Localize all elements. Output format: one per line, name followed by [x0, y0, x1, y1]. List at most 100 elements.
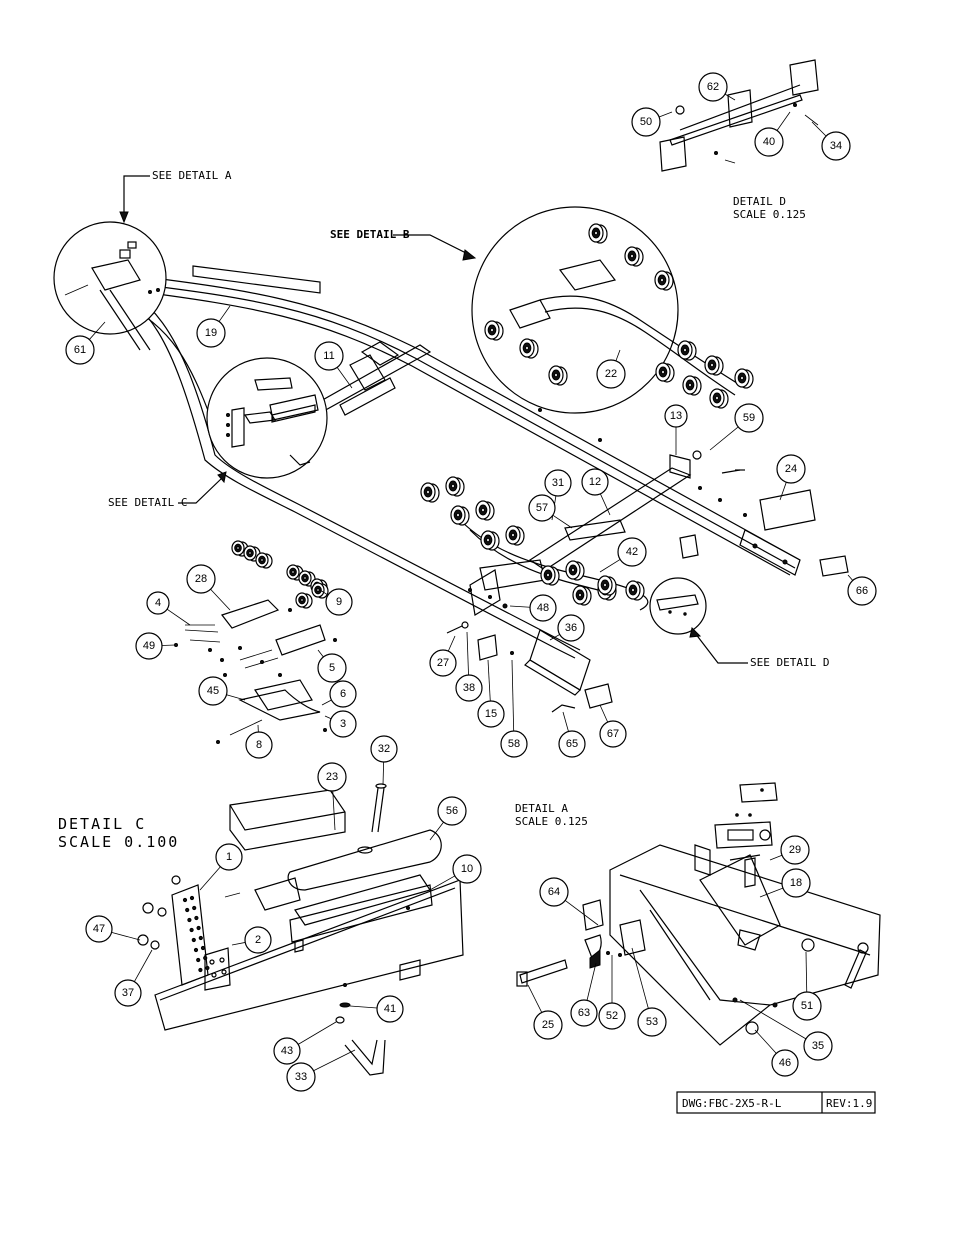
- roller-wheel: [475, 500, 495, 521]
- part-balloon-42: 42: [617, 537, 647, 567]
- balloon-circle: [452, 854, 482, 884]
- balloon-number: 9: [336, 596, 342, 608]
- see-detail-b-leader: [393, 234, 471, 256]
- balloon-number: 58: [508, 738, 520, 750]
- balloon-number: 62: [707, 81, 719, 93]
- balloon-number: 43: [281, 1045, 293, 1057]
- roller-wheel: [311, 582, 329, 599]
- balloon-number: 4: [155, 597, 161, 609]
- part-balloon-29: 29: [780, 835, 810, 865]
- balloon-number: 52: [606, 1010, 618, 1022]
- part-balloon-27: 27: [429, 649, 457, 677]
- part-balloon-34: 34: [821, 131, 851, 161]
- detail-d-illustration: [659, 59, 819, 172]
- part-balloon-23: 23: [317, 762, 347, 792]
- balloon-number: 67: [607, 728, 619, 740]
- leader-line: [218, 305, 231, 322]
- balloon-number: 18: [790, 877, 802, 889]
- balloon-circle: [533, 1010, 563, 1040]
- balloon-number: 15: [485, 708, 497, 720]
- balloon-circle: [529, 594, 557, 622]
- part-balloon-37: 37: [114, 979, 142, 1007]
- balloon-number: 27: [437, 657, 449, 669]
- balloon-circle: [114, 979, 142, 1007]
- balloon-number: 51: [801, 1000, 813, 1012]
- leader-line: [779, 482, 787, 501]
- balloon-number: 24: [785, 463, 797, 475]
- leader-line: [552, 514, 573, 529]
- balloon-circle: [500, 730, 528, 758]
- balloon-circle: [146, 591, 170, 615]
- leader-line: [599, 559, 621, 573]
- part-balloon-52: 52: [598, 1002, 626, 1030]
- leader-line: [317, 649, 324, 658]
- leader-line: [161, 644, 176, 646]
- roller-wheel: [734, 368, 754, 389]
- detail-a-title: DETAIL A: [515, 802, 568, 815]
- part-balloon-66: 66: [847, 576, 877, 606]
- balloon-number: 61: [74, 344, 86, 356]
- leader-line: [319, 589, 329, 596]
- leader-line: [133, 949, 153, 982]
- roller-parts-exploded: [174, 540, 337, 744]
- roller-wheel: [588, 223, 608, 244]
- balloon-number: 32: [378, 743, 390, 755]
- leader-line: [429, 875, 456, 891]
- part-balloon-58: 58: [500, 730, 528, 758]
- balloon-number: 45: [207, 685, 219, 697]
- leader-line: [509, 605, 531, 608]
- balloon-circle: [314, 341, 344, 371]
- leader-line: [739, 999, 807, 1040]
- part-balloon-13: 13: [664, 404, 688, 428]
- leader-line: [447, 635, 456, 652]
- detail-a-scale: SCALE 0.125: [515, 815, 588, 828]
- balloon-number: 19: [205, 327, 217, 339]
- roller-wheel: [565, 560, 585, 581]
- see-detail-b-label: SEE DETAIL B: [330, 228, 410, 241]
- balloon-number: 36: [565, 622, 577, 634]
- leader-line: [297, 1021, 337, 1045]
- part-balloon-28: 28: [186, 564, 216, 594]
- roller-wheel: [655, 362, 675, 383]
- balloon-circle: [198, 676, 228, 706]
- balloon-number: 38: [463, 682, 475, 694]
- balloon-circle: [196, 318, 226, 348]
- bunk-assembly-rollers: [420, 476, 699, 611]
- leader-line: [349, 1005, 378, 1009]
- balloon-circle: [596, 359, 626, 389]
- part-balloon-45: 45: [198, 676, 228, 706]
- balloon-number: 59: [743, 412, 755, 424]
- roller-wheel: [548, 365, 568, 386]
- part-balloon-33: 33: [286, 1062, 316, 1092]
- part-balloon-65: 65: [558, 730, 586, 758]
- leader-line: [111, 931, 141, 941]
- part-balloon-49: 49: [135, 632, 163, 660]
- part-balloon-5: 5: [317, 653, 347, 683]
- balloon-circle: [780, 835, 810, 865]
- leader-line: [527, 984, 543, 1013]
- leader-line: [724, 93, 736, 101]
- detail-d-title: DETAIL D: [733, 195, 786, 208]
- roller-wheel: [286, 564, 304, 581]
- balloon-circle: [135, 632, 163, 660]
- see-detail-d-leader: [694, 632, 748, 664]
- balloon-number: 31: [552, 477, 564, 489]
- balloon-circle: [558, 730, 586, 758]
- leader-line: [709, 426, 739, 451]
- part-balloon-3: 3: [329, 710, 357, 738]
- balloon-number: 34: [830, 140, 842, 152]
- balloon-circle: [803, 1031, 833, 1061]
- part-balloon-40: 40: [754, 127, 784, 157]
- part-balloon-15: 15: [477, 700, 505, 728]
- balloon-number: 48: [537, 602, 549, 614]
- part-balloon-57: 57: [528, 494, 556, 522]
- leader-line: [199, 866, 221, 891]
- leader-line: [549, 634, 560, 641]
- balloon-circle: [376, 995, 404, 1023]
- balloon-number: 28: [195, 573, 207, 585]
- leader-line: [313, 1049, 356, 1072]
- leader-line: [231, 942, 246, 946]
- balloon-circle: [698, 72, 728, 102]
- part-balloon-43: 43: [273, 1037, 301, 1065]
